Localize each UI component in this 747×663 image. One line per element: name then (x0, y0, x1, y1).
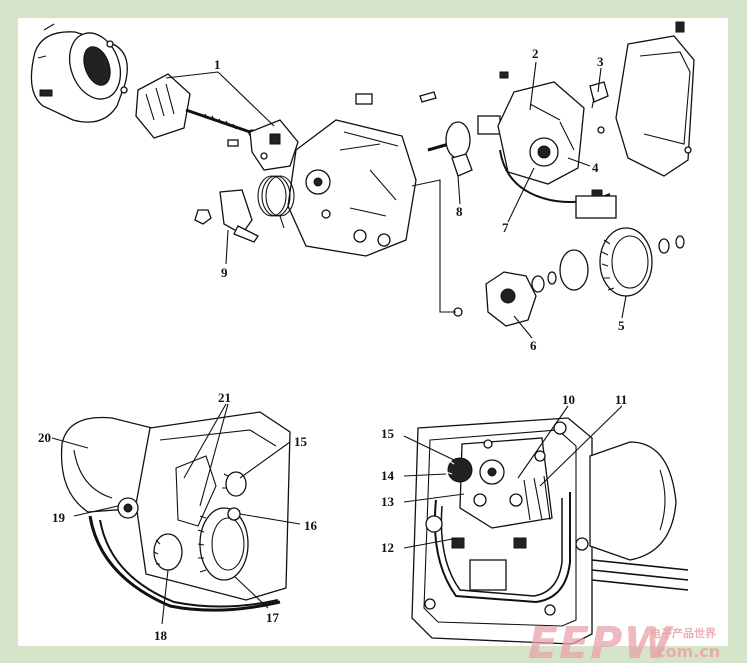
callout-2: 2 (532, 46, 539, 61)
callout-15: 15 (381, 426, 395, 441)
output-gear (599, 227, 685, 297)
cover-plate (615, 21, 695, 177)
watermark-chinese: 电子产品世界 (650, 626, 716, 640)
disc (559, 249, 589, 291)
worm-gear (427, 115, 501, 177)
leader-lines-top (165, 61, 627, 339)
leader-lines-bottom-left (51, 403, 301, 625)
callout-4: 4 (592, 160, 599, 175)
brush-holder (227, 119, 299, 171)
callout-11: 11 (615, 392, 627, 407)
motor-housing (30, 23, 128, 123)
gear-housing (287, 119, 417, 257)
watermark-logo: EEPW (528, 618, 674, 663)
callout-13: 13 (381, 494, 395, 509)
callout-10: 10 (562, 392, 575, 407)
callout-12: 12 (381, 540, 394, 555)
eepw-watermark: EEPW 电子产品世界 .com.cn (528, 618, 720, 663)
open-housing-view (411, 417, 689, 645)
leader-lines-bottom-right (403, 405, 623, 549)
callout-3: 3 (597, 54, 604, 69)
screw (499, 71, 509, 79)
callout-1: 1 (214, 57, 221, 72)
drive-gear (453, 271, 537, 327)
callout-labels: 1 2 3 4 5 6 7 8 9 10 11 12 13 14 15 16 1… (38, 46, 627, 643)
washer (547, 271, 557, 285)
callout-9: 9 (221, 265, 228, 280)
armature (135, 73, 256, 139)
callout-15-left: 15 (294, 434, 308, 449)
exploded-view (30, 21, 695, 327)
screw (419, 91, 437, 103)
washer (531, 275, 545, 293)
spring (257, 175, 295, 229)
callout-18: 18 (154, 628, 168, 643)
lever-arm (194, 189, 259, 243)
callout-6: 6 (530, 338, 537, 353)
assembled-motor-view (60, 411, 291, 612)
callout-7: 7 (502, 220, 509, 235)
callout-19: 19 (52, 510, 66, 525)
callout-8: 8 (456, 204, 463, 219)
callout-16: 16 (304, 518, 318, 533)
callout-20: 20 (38, 430, 51, 445)
callout-21: 21 (218, 390, 231, 405)
watermark-domain: .com.cn (650, 642, 720, 661)
control-board (497, 81, 617, 219)
callout-14: 14 (381, 468, 395, 483)
callout-17: 17 (266, 610, 280, 625)
clip (355, 93, 373, 105)
callout-5: 5 (618, 318, 625, 333)
